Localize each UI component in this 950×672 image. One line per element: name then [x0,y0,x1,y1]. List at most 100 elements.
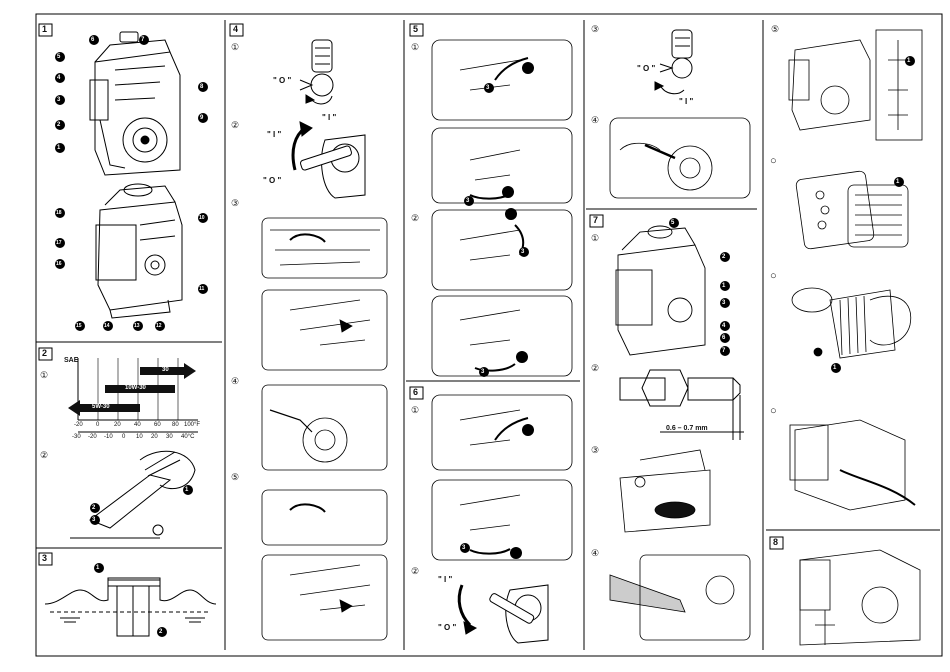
callout-number: 9 [200,115,203,121]
step-marker: ① [411,405,419,416]
grade-label: 10W-30 [125,385,146,391]
callout-number: 8 [200,84,203,90]
callout-number: 1 [722,283,725,289]
step-marker: ⑤ [231,472,239,483]
callout-number: 2 [57,122,60,128]
circle-mark: ○ [770,270,777,282]
scale-f-tick: 20 [114,422,121,428]
scale-f-tick: -20 [74,422,83,428]
scale-f-tick: 0 [96,422,99,428]
callout-number: 4 [57,75,60,81]
callout-number: 18 [56,210,62,216]
choke-lever-views [432,40,572,560]
circle-mark: ○ [770,405,777,417]
section-number: 5 [413,24,418,34]
section-boxes [39,24,783,565]
step-marker: ③ [591,24,599,35]
section-number: 4 [233,24,238,34]
step-marker: ③ [591,445,599,456]
oil-viscosity-chart [68,358,198,432]
scale-f-tick: 40 [134,422,141,428]
callout-number: 1 [896,179,899,185]
callout-number: 7 [722,348,725,354]
step-marker: ② [231,120,239,131]
scale-c-tick: 20 [151,434,158,440]
step-marker: ① [40,370,48,381]
scale-c-tick: -10 [104,434,113,440]
step-marker: ① [591,233,599,244]
switch-off-label: " O " [263,176,281,185]
callout-number: 10 [199,215,205,221]
recoil-starter-drawing [610,118,750,198]
column-dividers [225,20,763,650]
switch-off-label: " O " [438,623,456,632]
scale-c-tick: 0 [122,434,125,440]
scale-f-tick: 100°F [184,422,200,428]
step-marker: ② [591,363,599,374]
carburetor-views-col2 [262,218,387,640]
scale-c-tick: 30 [166,434,173,440]
scale-f-tick: 80 [172,422,179,428]
section8-drawing [800,550,920,645]
section-number: 8 [773,537,778,547]
step-marker: ④ [231,376,239,387]
circle-mark: ○ [770,155,777,167]
scale-c-tick: 40°C [181,434,194,440]
sae-label: SAE [64,357,78,364]
callout-number: 1 [185,487,188,493]
callout-markers [55,35,915,637]
spark-plug-gap-label: 0.6 – 0.7 mm [666,425,708,432]
step-marker: ④ [591,115,599,126]
grade-label: 30 [162,367,169,373]
fuel-valve-2 [655,30,692,94]
section-number: 2 [42,348,47,358]
callout-number: 14 [104,323,110,329]
switch-on-label: " I " [267,130,281,139]
filler-neck-section [45,578,216,636]
callout-number: 11 [199,286,204,292]
grade-label: 5W-30 [92,404,110,410]
callout-number: 3 [466,198,469,204]
air-filter-elements-1 [795,170,908,249]
section-number: 3 [42,553,47,563]
callout-number: 3 [57,97,60,103]
callout-number: 2 [722,254,725,260]
callout-number: 1 [57,145,60,151]
switch-on-label: " I " [679,97,693,106]
scale-c-tick: 10 [136,434,143,440]
dipstick-drawing [70,451,195,538]
callout-number: 3 [486,85,489,91]
engine-air-filter-view [789,30,922,140]
step-marker: ③ [231,198,239,209]
callout-number: 13 [134,323,140,329]
step-marker: ② [40,450,48,461]
scale-c-tick: -30 [72,434,81,440]
callout-number: 12 [156,323,162,329]
switch-off-label: " O " [273,76,291,85]
callout-number: 2 [159,629,162,635]
callout-number: 3 [92,517,95,523]
callout-number: 2 [92,505,95,511]
callout-number: 7 [141,37,144,43]
step-marker: ④ [591,548,599,559]
row-dividers [36,209,940,548]
section-number: 7 [593,215,598,225]
callout-number: 3 [462,545,465,551]
oil-drain-drawing [620,450,710,532]
switch-dial-1 [293,122,365,198]
engine-rear-view [96,184,182,318]
callout-number: 3 [481,369,484,375]
step-marker: ⑤ [771,24,779,35]
switch-dial-2 [459,585,548,643]
callout-number: 1 [833,365,836,371]
fuel-valve-1 [300,40,333,104]
switch-off-label: " O " [637,64,655,73]
oil-fill-drawing [610,555,750,640]
callout-number: 6 [722,335,725,341]
callout-number: 17 [56,240,62,246]
grade-bar-5w30 [80,404,140,412]
callout-number: 16 [56,261,62,267]
section-number: 1 [42,24,47,34]
scale-c-tick: -20 [88,434,97,440]
callout-number: 5 [671,220,674,226]
